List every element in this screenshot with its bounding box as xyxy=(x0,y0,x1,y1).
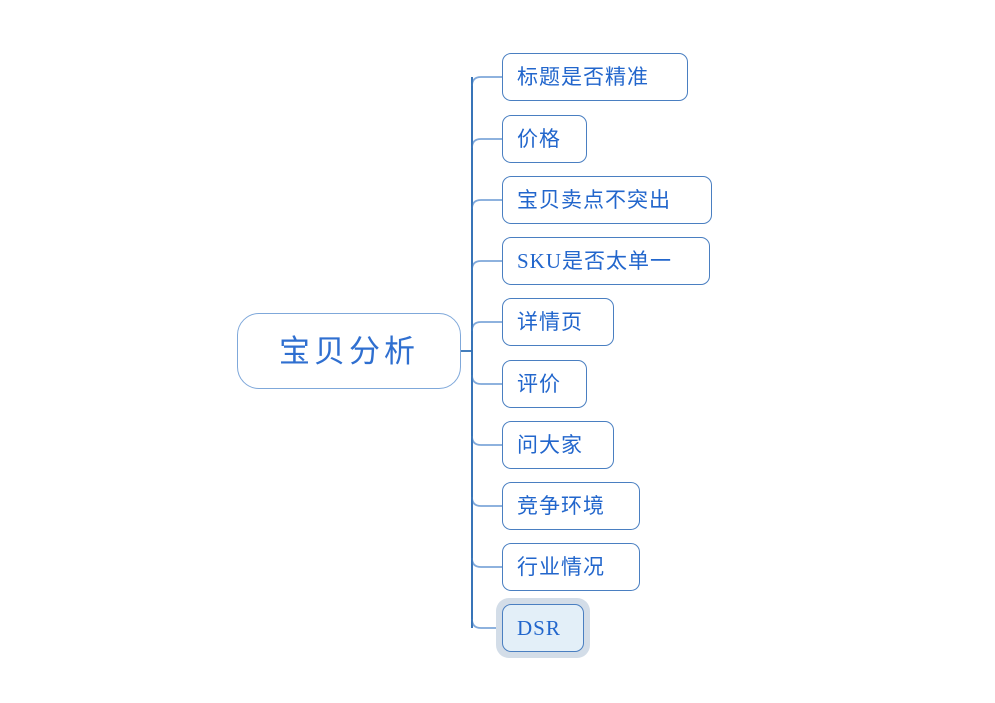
node-label: 价格 xyxy=(517,127,561,151)
connector-path xyxy=(471,199,502,210)
connector-path xyxy=(471,138,502,149)
node-label: 宝贝分析 xyxy=(279,333,419,369)
connector-path xyxy=(471,496,502,507)
mindmap-node-1[interactable]: 标题是否精准 xyxy=(502,53,688,101)
node-label: 详情页 xyxy=(517,310,583,334)
node-label: 评价 xyxy=(517,372,561,396)
mindmap-node-6[interactable]: 评价 xyxy=(502,360,587,408)
connector-path xyxy=(471,321,502,332)
node-label: DSR xyxy=(517,615,561,640)
connector-path xyxy=(471,557,502,568)
node-label: 标题是否精准 xyxy=(517,65,649,89)
mindmap-node-4[interactable]: SKU是否太单一 xyxy=(502,237,710,285)
mindmap-node-9[interactable]: 行业情况 xyxy=(502,543,640,591)
connector-path xyxy=(471,435,502,446)
node-label: 问大家 xyxy=(517,433,583,457)
connector-path xyxy=(471,76,502,87)
node-label: 竞争环境 xyxy=(517,494,605,518)
mindmap-root-node[interactable]: 宝贝分析 xyxy=(237,313,461,389)
node-label: 行业情况 xyxy=(517,555,605,579)
connector-path xyxy=(471,374,502,385)
connector-path xyxy=(471,260,502,271)
mindmap-node-5[interactable]: 详情页 xyxy=(502,298,614,346)
node-label: SKU是否太单一 xyxy=(517,248,673,273)
node-label: 宝贝卖点不突出 xyxy=(517,188,671,212)
mindmap-node-2[interactable]: 价格 xyxy=(502,115,587,163)
mindmap-node-10[interactable]: DSR xyxy=(502,604,584,652)
mindmap-node-7[interactable]: 问大家 xyxy=(502,421,614,469)
mindmap-node-3[interactable]: 宝贝卖点不突出 xyxy=(502,176,712,224)
mindmap-node-8[interactable]: 竞争环境 xyxy=(502,482,640,530)
